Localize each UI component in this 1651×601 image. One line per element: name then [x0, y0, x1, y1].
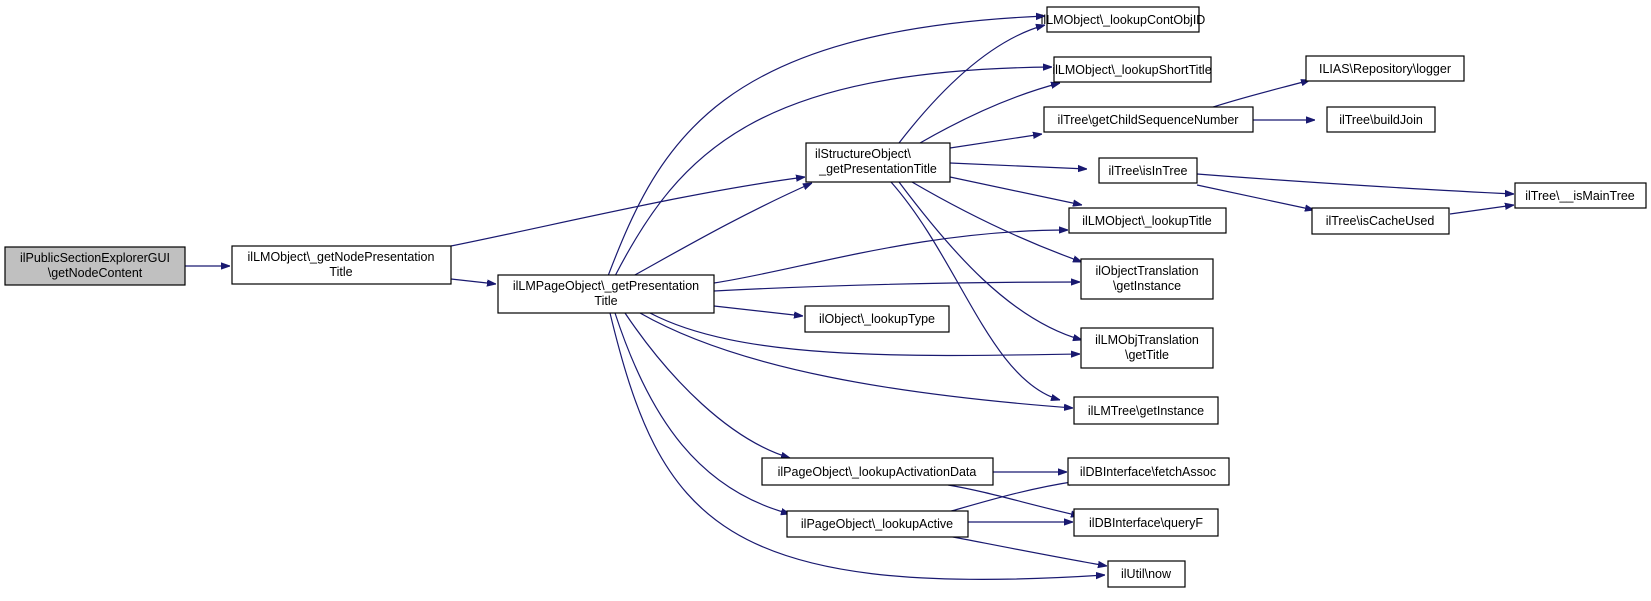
node-cont-obj-id[interactable]: ilLMObject\_lookupContObjID — [1041, 6, 1206, 33]
node-build-join[interactable]: ilTree\buildJoin — [1326, 106, 1436, 133]
node-label: ilLMObjTranslation — [1095, 333, 1199, 347]
node-label: ilPageObject\_lookupActivationData — [778, 465, 977, 479]
node-lm-node[interactable]: ilLMObject\_getNodePresentation Title — [231, 245, 452, 285]
node-root[interactable]: ilPublicSectionExplorerGUI \getNodeConte… — [4, 246, 186, 286]
edges — [185, 16, 1514, 581]
node-label: \getNodeContent — [48, 266, 143, 280]
edge-struct-pres-to-is-in-tree — [949, 162, 1087, 169]
node-lmobj-trans[interactable]: ilLMObjTranslation \getTitle — [1080, 327, 1214, 369]
edge-page-pres-to-lookup-active — [614, 312, 790, 514]
node-label: Title — [594, 294, 617, 308]
edge-is-in-tree-to-is-cache-used — [1196, 184, 1314, 210]
edge-struct-pres-to-short-title — [919, 83, 1060, 144]
node-query-f[interactable]: ilDBInterface\queryF — [1073, 508, 1219, 537]
node-label: ilStructureObject\ — [815, 147, 911, 161]
node-label: Title — [329, 265, 352, 279]
node-label: ilLMObject\_lookupContObjID — [1041, 13, 1206, 27]
edge-lookup-active-to-fetch-assoc — [947, 481, 1078, 513]
edge-page-pres-to-obj-trans — [713, 282, 1080, 292]
node-now[interactable]: ilUtil\now — [1107, 560, 1186, 588]
node-label: \getInstance — [1113, 279, 1181, 293]
edge-lookup-active-to-now — [947, 535, 1107, 566]
node-obj-trans[interactable]: ilObjectTranslation \getInstance — [1080, 258, 1214, 300]
edge-page-pres-to-lookup-type — [713, 305, 803, 316]
node-label: ilUtil\now — [1121, 567, 1172, 581]
node-fetch-assoc[interactable]: ilDBInterface\fetchAssoc — [1067, 457, 1230, 486]
node-label: \getTitle — [1125, 348, 1169, 362]
node-label: ilTree\buildJoin — [1339, 113, 1423, 127]
node-page-pres[interactable]: ilLMPageObject\_getPresentation Title — [497, 274, 715, 314]
node-label: ilLMObject\_lookupShortTitle — [1052, 63, 1211, 77]
node-child-seq[interactable]: ilTree\getChildSequenceNumber — [1043, 106, 1254, 133]
edge-struct-pres-to-child-seq — [949, 134, 1042, 149]
edge-page-pres-to-activation — [624, 312, 790, 458]
node-label: ilLMObject\_getNodePresentation — [248, 250, 435, 264]
edge-struct-pres-to-cont-obj-id — [898, 25, 1045, 144]
node-label: _getPresentationTitle — [818, 162, 937, 176]
node-label: ilTree\isInTree — [1109, 164, 1188, 178]
node-label: ILIAS\Repository\logger — [1319, 62, 1451, 76]
node-label: ilPublicSectionExplorerGUI — [20, 251, 170, 265]
edge-activation-to-query-f — [947, 484, 1080, 516]
edge-page-pres-to-now — [609, 312, 1105, 581]
node-label: ilLMTree\getInstance — [1088, 404, 1204, 418]
node-is-main-tree[interactable]: ilTree\__isMainTree — [1514, 182, 1647, 209]
node-label: ilLMPageObject\_getPresentation — [513, 279, 699, 293]
edge-page-pres-to-short-title — [614, 67, 1052, 277]
node-lookup-title[interactable]: ilLMObject\_lookupTitle — [1068, 207, 1227, 234]
node-activation[interactable]: ilPageObject\_lookupActivationData — [761, 457, 994, 486]
edge-child-seq-to-logger — [1209, 80, 1310, 109]
node-label: ilTree\isCacheUsed — [1326, 214, 1435, 228]
node-label: ilObject\_lookupType — [819, 312, 935, 326]
node-is-cache-used[interactable]: ilTree\isCacheUsed — [1311, 207, 1450, 235]
edge-page-pres-to-cont-obj-id — [607, 16, 1045, 277]
node-short-title[interactable]: ilLMObject\_lookupShortTitle — [1052, 56, 1212, 83]
node-label: ilLMObject\_lookupTitle — [1082, 214, 1212, 228]
node-is-in-tree[interactable]: ilTree\isInTree — [1098, 157, 1198, 184]
nodes: ilPublicSectionExplorerGUI \getNodeConte… — [4, 6, 1647, 588]
node-label: ilDBInterface\queryF — [1089, 516, 1203, 530]
node-label: ilTree\getChildSequenceNumber — [1058, 113, 1239, 127]
node-lmtree[interactable]: ilLMTree\getInstance — [1073, 396, 1219, 425]
edge-struct-pres-to-lmobj-trans — [898, 181, 1082, 340]
edge-page-pres-to-lookup-title — [713, 230, 1068, 284]
node-lookup-type[interactable]: ilObject\_lookupType — [804, 305, 950, 333]
node-label: ilObjectTranslation — [1095, 264, 1198, 278]
node-struct-pres[interactable]: ilStructureObject\ _getPresentationTitle — [805, 142, 951, 183]
node-logger[interactable]: ILIAS\Repository\logger — [1305, 55, 1465, 82]
edge-page-pres-to-struct-pres — [632, 183, 812, 277]
edge-struct-pres-to-lookup-title — [949, 176, 1082, 205]
node-lookup-active[interactable]: ilPageObject\_lookupActive — [786, 510, 969, 538]
edge-lm-node-to-page-pres — [450, 278, 496, 284]
edge-is-cache-used-to-is-main-tree — [1449, 205, 1514, 215]
edge-page-pres-to-lmobj-trans — [649, 312, 1080, 355]
edge-page-pres-to-lmtree — [639, 312, 1073, 408]
node-label: ilTree\__isMainTree — [1525, 189, 1635, 203]
edge-is-in-tree-to-is-main-tree — [1196, 173, 1514, 194]
edge-lm-node-to-struct-pres — [450, 177, 805, 247]
node-label: ilDBInterface\fetchAssoc — [1080, 465, 1216, 479]
node-label: ilPageObject\_lookupActive — [801, 517, 953, 531]
edge-struct-pres-to-obj-trans — [911, 181, 1082, 263]
edge-struct-pres-to-lmtree — [890, 181, 1060, 400]
